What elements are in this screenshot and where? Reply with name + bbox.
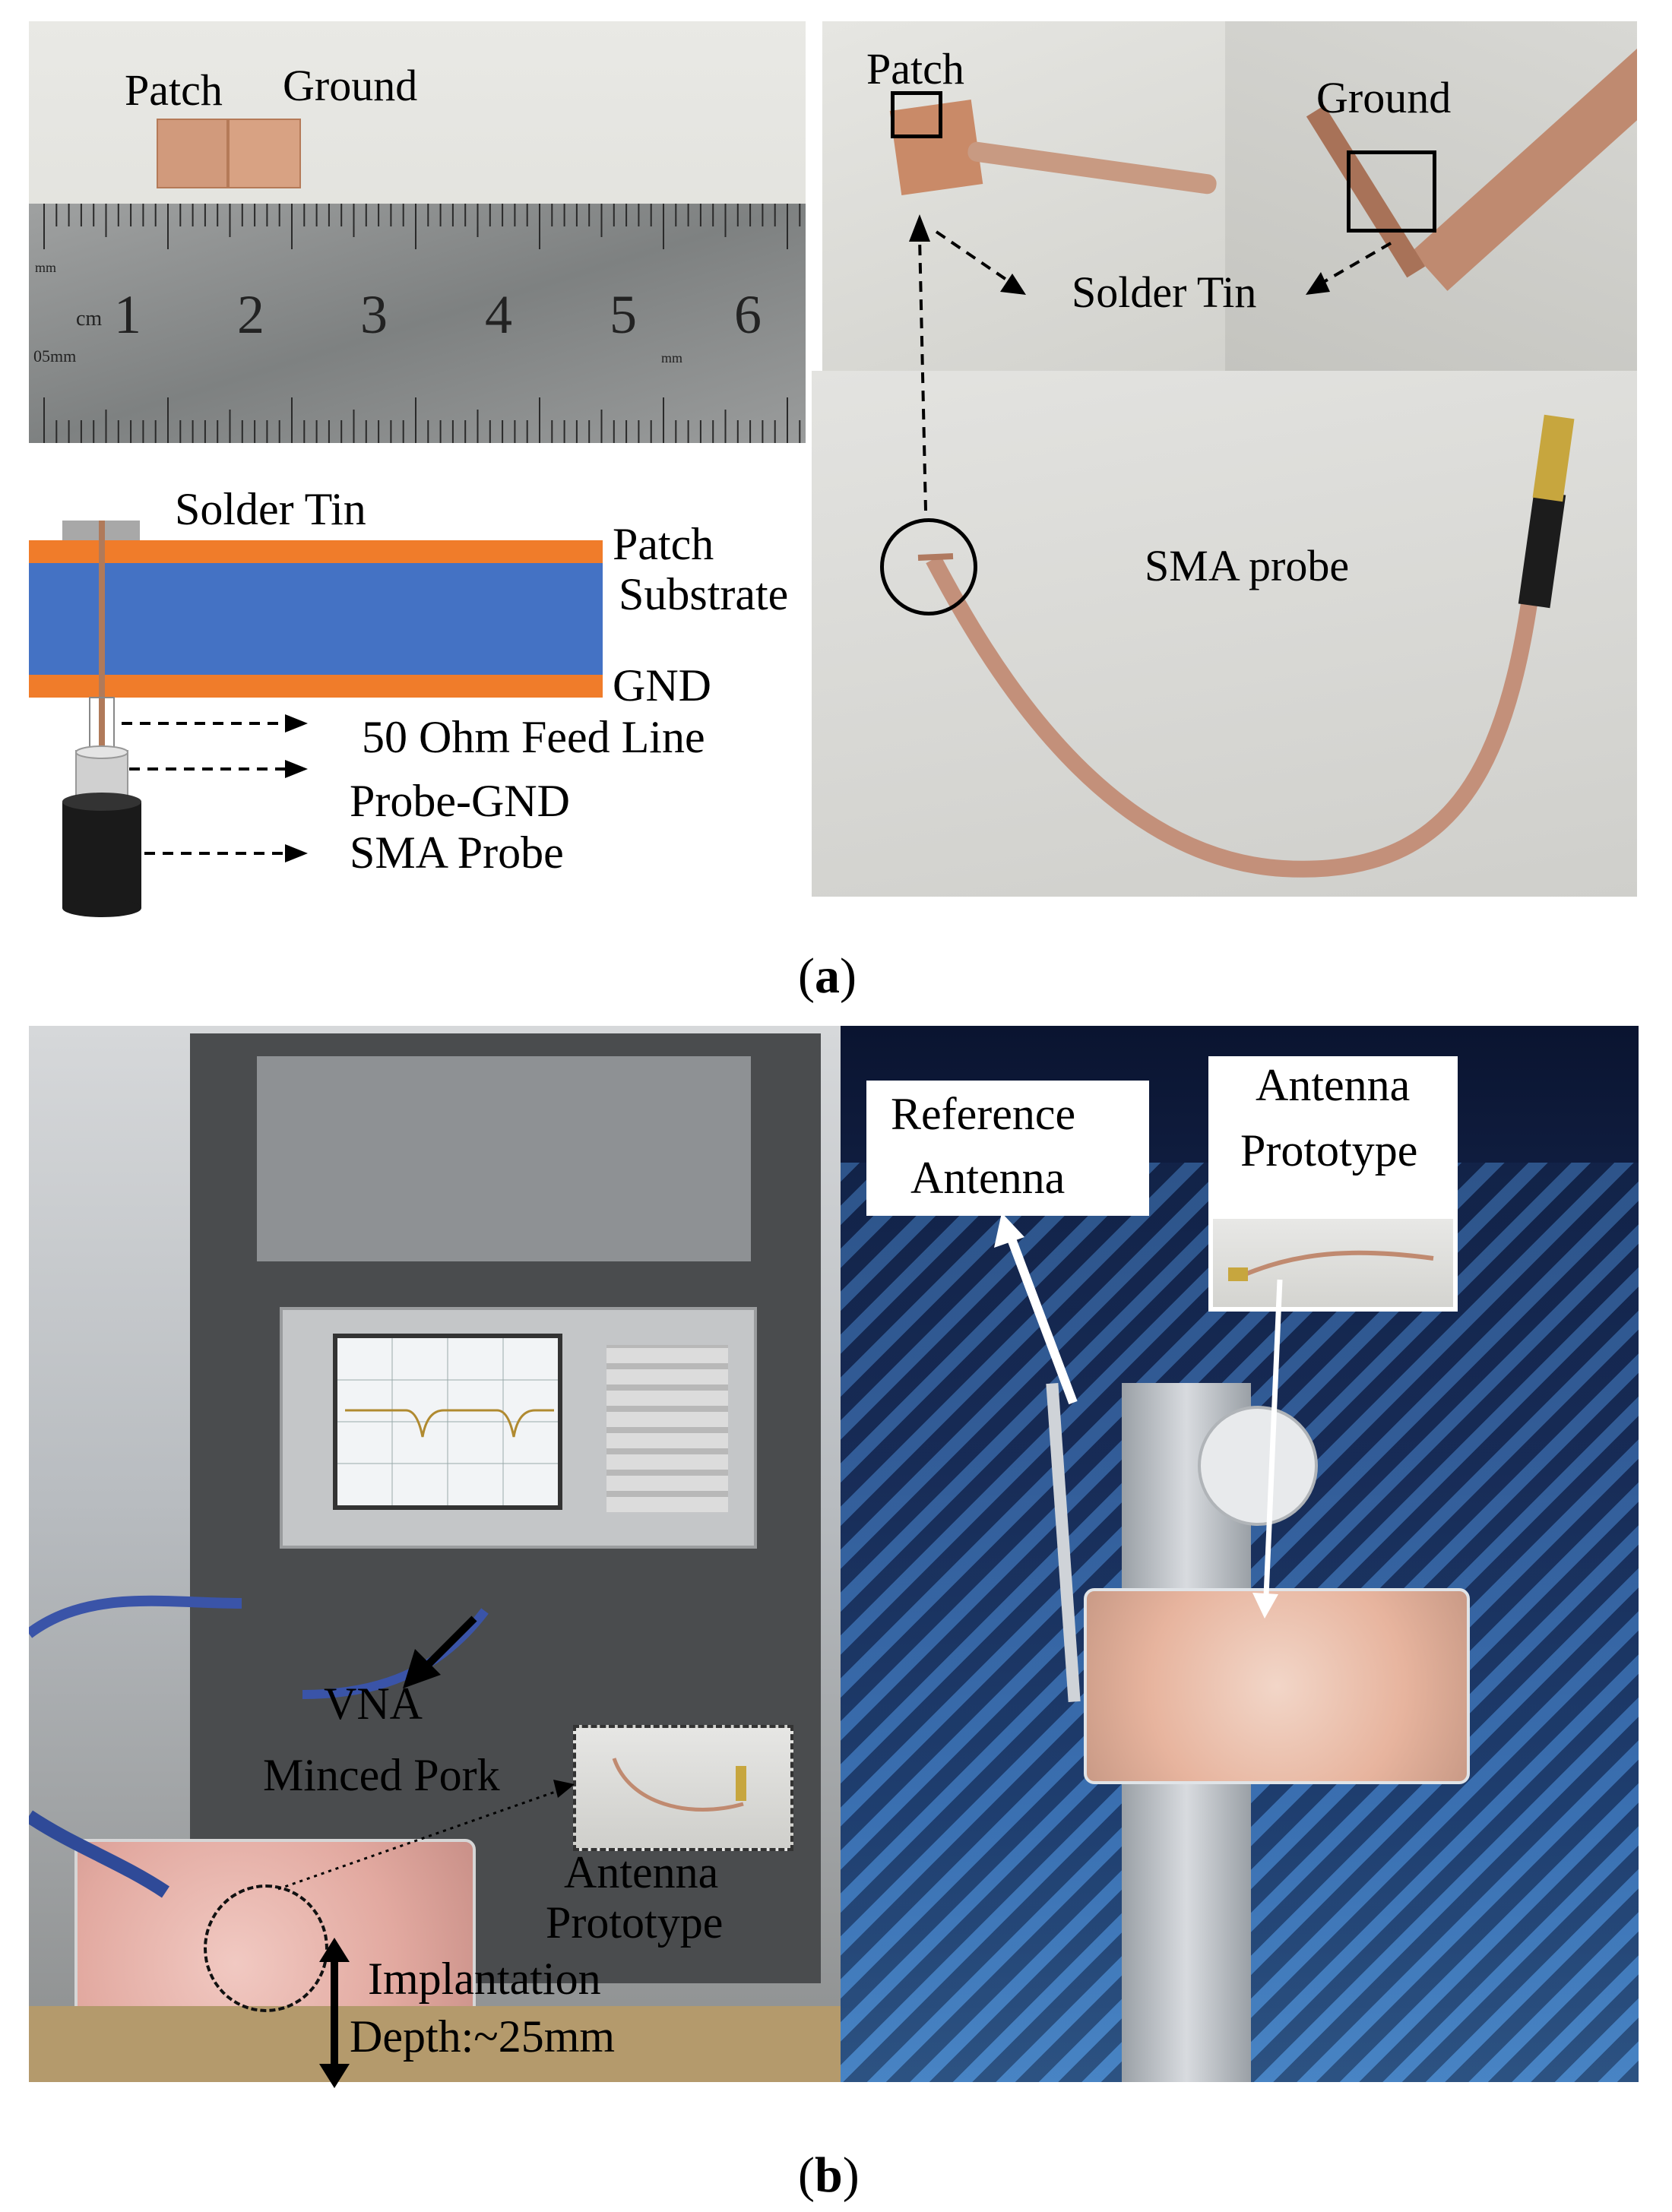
sma-probe-photo (812, 371, 1637, 897)
reference-antenna-line1: Reference (891, 1089, 1076, 1139)
feed-pin (99, 521, 105, 748)
closeup-ground-label: Ground (1316, 73, 1452, 122)
feed-line-label: 50 Ohm Feed Line (362, 712, 705, 762)
patch-sample (157, 119, 228, 188)
panel-b-caption: (b) (798, 2147, 860, 2203)
implantation-depth-line1: Implantation (368, 1954, 601, 2004)
ruler-digit-5: 5 (610, 284, 637, 345)
ground-closeup-photo (1225, 21, 1637, 371)
gnd-layer (29, 675, 603, 698)
ground-solder-highlight-box (1347, 150, 1436, 233)
probe-gnd-label: Probe-GND (350, 776, 570, 826)
reference-antenna-label-box (866, 1081, 1149, 1216)
test-cable-right (302, 1608, 489, 1699)
sma-connector-sleeve (1518, 490, 1566, 609)
test-cable-left (29, 1595, 242, 1638)
ruler-digit-1: 1 (114, 284, 141, 345)
ruler-unit-mm-bottom: mm (661, 350, 683, 366)
positioner-flange (1198, 1406, 1318, 1526)
vna-keypad (606, 1345, 728, 1512)
ruler-photo: mm cm 05mm mm 1 2 3 4 5 6 Patch Ground (29, 21, 806, 443)
chamber-prototype-line1: Antenna (1256, 1060, 1411, 1110)
patch-closeup-photo (822, 21, 1225, 371)
lab-antenna-label-line1: Antenna (564, 1847, 719, 1897)
test-cable-probe (29, 1810, 169, 1898)
gnd-label: GND (613, 660, 711, 710)
chamber-prototype-line2: Prototype (1240, 1125, 1418, 1176)
ruler-digit-6: 6 (734, 284, 762, 345)
substrate-layer (29, 563, 603, 675)
vna-screen (333, 1334, 562, 1510)
rack-top-panel (257, 1056, 751, 1261)
ruler-graphic (29, 204, 806, 443)
lab-measurement-photo (29, 1026, 841, 2082)
solder-tin-label: Solder Tin (175, 484, 366, 534)
minced-pork-label: Minced Pork (263, 1750, 500, 1800)
desk-surface (29, 2006, 841, 2082)
ground-sample (228, 119, 301, 188)
patch-solder-highlight-box (891, 91, 942, 138)
ruler-unit-mm-top: mm (35, 260, 57, 275)
closeup-solder-tin-label: Solder Tin (1072, 267, 1257, 317)
prototype-inset-photo (1213, 1219, 1453, 1307)
substrate-label: Substrate (619, 569, 789, 619)
probe-tip-highlight-circle (880, 518, 977, 615)
lab-implant-site-circle (204, 1884, 328, 2012)
vna-trace (345, 1409, 554, 1438)
sma-probe-label: SMA Probe (350, 828, 564, 878)
sma-probe-photo-label: SMA probe (1145, 541, 1350, 590)
ruler-unit-cm: cm (76, 307, 103, 331)
vna-label: VNA (324, 1679, 423, 1729)
panel-a-caption: (a) (798, 948, 857, 1004)
closeup-patch-label: Patch (866, 44, 964, 93)
ruler-photo-patch-label: Patch (125, 65, 223, 115)
sma-probe-body (62, 802, 141, 908)
implantation-depth-line2: Depth:~25mm (350, 2011, 616, 2062)
sma-cable (926, 506, 1550, 878)
ruler-resolution: 05mm (33, 347, 77, 366)
patch-layer (29, 540, 603, 563)
ruler-digit-3: 3 (360, 284, 388, 345)
sma-connector-gold (1532, 414, 1575, 502)
cross-section-diagram: Solder Tin Patch Substrate GND 50 Ohm Fe… (0, 456, 806, 942)
chamber-pork-container (1084, 1588, 1470, 1784)
reference-antenna-line2: Antenna (910, 1153, 1066, 1203)
ruler-digit-4: 4 (485, 284, 512, 345)
lab-prototype-inset (573, 1725, 793, 1851)
ruler-digit-2: 2 (237, 284, 264, 345)
lab-antenna-label-line2: Prototype (546, 1897, 724, 1948)
patch-layer-label: Patch (613, 519, 714, 569)
ruler-photo-ground-label: Ground (283, 61, 418, 110)
